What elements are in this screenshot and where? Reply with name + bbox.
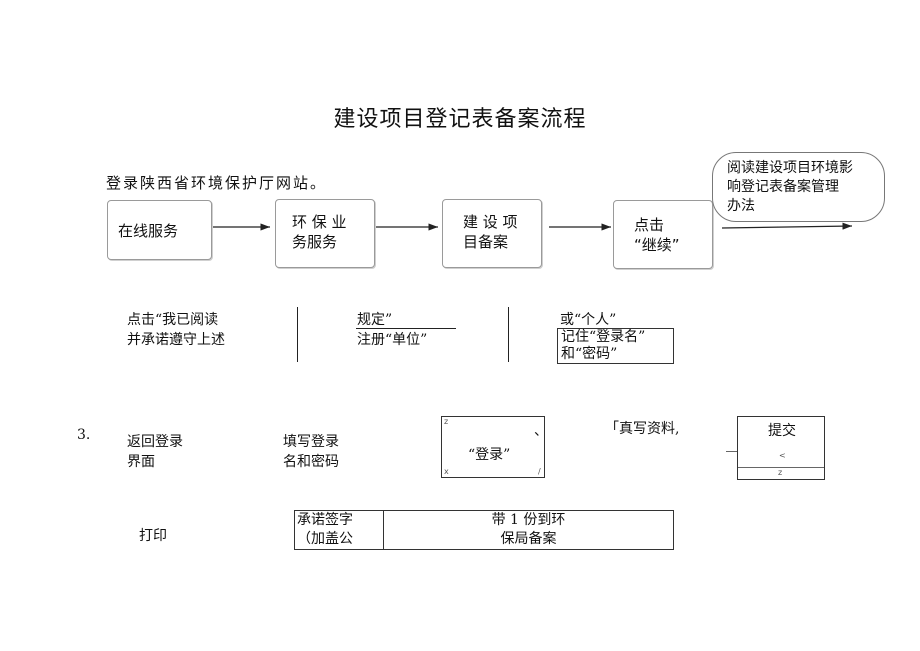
intro-text: 登录陕西省环境保护厅网站。	[106, 174, 328, 192]
submit-box-label: 提交	[768, 423, 796, 439]
flow-box-3-line-1: 建 设 项	[463, 213, 518, 231]
divider-2	[508, 307, 509, 362]
row2-col1: 点击“我已阅读 并承诺遵守上述	[127, 310, 225, 350]
row3-col2-line-2: 名和密码	[283, 454, 339, 470]
row3-col2: 填写登录 名和密码	[283, 432, 339, 472]
row2-col1-line-1: 点击“我已阅读	[127, 312, 219, 328]
row3-col2-line-1: 填写登录	[283, 434, 339, 450]
row2-col2-underline	[356, 328, 456, 329]
login-box-mark: 、	[534, 423, 548, 439]
row3-fill-text: 「真写资料,	[605, 421, 680, 437]
row2-col3-box-line-2: 和“密码”	[561, 346, 618, 362]
note-line-2: 响登记表备案管理	[727, 179, 839, 195]
page-title: 建设项目登记表备案流程	[333, 107, 587, 132]
flow-box-project-filing: 建 设 项 目备案	[442, 199, 542, 268]
login-box-label: “登录”	[468, 447, 511, 463]
submit-box-bottom: z	[778, 468, 783, 477]
deliver-box-line-1: 带 1 份到环	[491, 512, 566, 528]
deliver-box-line-2: 保局备案	[500, 531, 557, 547]
row2-col1-line-2: 并承诺遵守上述	[127, 332, 225, 348]
note-read-regulations: 阅读建设项目环境影 响登记表备案管理 办法	[712, 152, 885, 222]
row2-col2-line-2: 注册“单位”	[357, 332, 428, 348]
row4-print: 打印	[139, 528, 167, 544]
login-box-corner-tl: z	[444, 417, 449, 426]
flow-box-2-line-1: 环 保 业	[292, 213, 347, 231]
submit-box: 提交 < z	[737, 416, 825, 480]
submit-box-divider	[738, 467, 824, 468]
row2-col2: 规定” 注册“单位”	[357, 310, 427, 350]
note-line-3: 办法	[727, 198, 755, 214]
flow-box-4-line-1: 点击	[634, 216, 665, 234]
row2-col2-line-1: 规定”	[357, 312, 393, 328]
flow-box-online-service: 在线服务	[107, 200, 212, 260]
sign-box-line-2: （加盖公	[297, 531, 353, 547]
flow-box-env-service: 环 保 业 务服务	[275, 199, 375, 268]
row3-col1-line-2: 界面	[127, 454, 155, 470]
arrow-4	[721, 222, 853, 230]
note-line-1: 阅读建设项目环境影	[727, 160, 853, 176]
submit-box-lead	[726, 451, 737, 452]
flow-box-click-continue: 点击 “继续”	[613, 200, 713, 269]
row2-col3-box-line-1: 记住“登录名”	[561, 329, 646, 345]
flow-box-1-line-1: 在线服务	[118, 222, 179, 240]
submit-box-mark: <	[779, 451, 786, 460]
flow-box-3-line-2: 目备案	[463, 233, 509, 251]
sign-box-line-1: 承诺签字	[297, 512, 353, 528]
divider-1	[297, 307, 298, 362]
deliver-box: 带 1 份到环 保局备案	[383, 510, 674, 550]
login-box-corner-bl: x	[444, 467, 449, 476]
row3-col1-line-1: 返回登录	[127, 434, 183, 450]
row2-col3-box: 记住“登录名” 和“密码”	[557, 328, 674, 364]
flow-box-2-line-2: 务服务	[292, 233, 338, 251]
login-box-corner-br: /	[538, 467, 541, 476]
sign-box: 承诺签字 （加盖公	[294, 510, 384, 550]
row3-col1: 返回登录 界面	[127, 432, 183, 472]
row2-col3-top: 或“个人”	[560, 312, 617, 328]
row3-number: 3.	[77, 427, 91, 443]
login-box: z 、 “登录” x /	[441, 416, 548, 478]
flow-box-4-line-2: “继续”	[634, 236, 680, 254]
